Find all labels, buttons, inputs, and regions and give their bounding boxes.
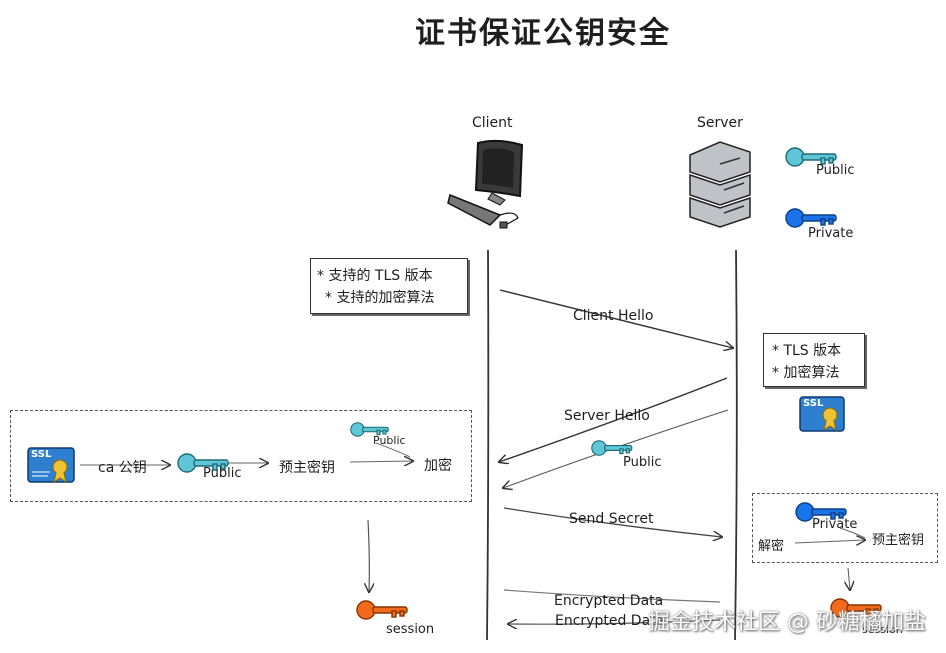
client-hello-label: Client Hello xyxy=(573,308,654,324)
server-capabilities-box: * TLS 版本 * 加密算法 xyxy=(763,333,865,387)
client-lifeline xyxy=(486,249,490,641)
client-capabilities-box: * 支持的 TLS 版本 * 支持的加密算法 xyxy=(310,258,468,314)
encrypted-arrow-2 xyxy=(508,620,721,624)
client-cert-text: SSL xyxy=(31,449,52,460)
client-premaster-label: 预主密钥 xyxy=(279,460,335,476)
decrypt-label: 解密 xyxy=(758,539,785,554)
server-hello-public-key-icon xyxy=(591,440,633,456)
server-lifeline xyxy=(734,249,738,641)
client-public-label: Public xyxy=(203,466,242,481)
client-computer-icon xyxy=(447,139,524,229)
server-flow-private-label: Private xyxy=(812,517,858,532)
server-premaster-label: 预主密钥 xyxy=(872,533,925,548)
server-label: Server xyxy=(697,115,743,131)
server-cert-icon xyxy=(799,396,845,432)
server-hello-public-label: Public xyxy=(623,455,662,470)
client-session-key-icon xyxy=(356,600,408,620)
server-cap-line-2: * 加密算法 xyxy=(772,365,840,381)
server-session-label: session xyxy=(862,623,903,636)
server-decrypt-flow-box xyxy=(752,493,938,563)
server-hello-label: Server Hello xyxy=(564,408,650,424)
client-session-label: session xyxy=(386,622,435,637)
server-cap-line-1: * TLS 版本 xyxy=(772,343,842,359)
watermark: 掘金技术社区 @ 砂糖橘加盐 xyxy=(648,610,926,635)
client-cap-line-2: * 支持的加密算法 xyxy=(325,290,435,306)
client-label: Client xyxy=(472,115,513,131)
ca-pubkey-label: ca 公钥 xyxy=(98,460,147,476)
encrypted-data-label-1: Encrypted Data xyxy=(554,593,664,609)
server-session-arrow xyxy=(848,567,850,590)
server-cert-text: SSL xyxy=(803,398,824,409)
server-private-label: Private xyxy=(808,226,854,241)
client-encrypt-flow-box xyxy=(10,410,472,502)
client-cap-line-1: * 支持的 TLS 版本 xyxy=(317,268,433,284)
client-cert-icon xyxy=(27,447,75,484)
encrypted-arrow-1 xyxy=(503,589,721,603)
server-stack-icon xyxy=(689,141,751,228)
server-hello-arrow xyxy=(499,377,728,462)
client-top-public-label: Public xyxy=(373,434,406,447)
send-secret-arrow xyxy=(503,507,722,537)
server-private-key-icon xyxy=(785,208,837,228)
server-public-label: Public xyxy=(816,163,855,178)
encrypted-data-label-2: Encrypted Data xyxy=(555,613,665,629)
send-secret-label: Send Secret xyxy=(569,511,654,527)
client-hello-arrow xyxy=(499,289,733,348)
encrypt-label: 加密 xyxy=(424,458,452,474)
client-session-arrow xyxy=(368,519,369,592)
page-title: 证书保证公钥安全 xyxy=(415,16,671,51)
